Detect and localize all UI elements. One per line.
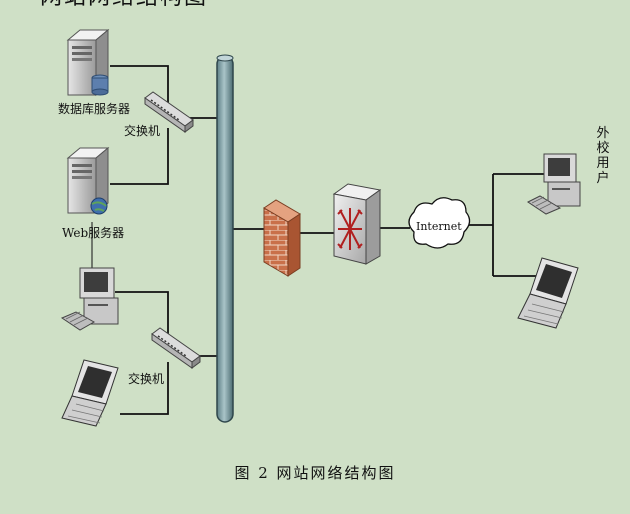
internet-cloud-icon <box>408 197 471 249</box>
external-desktop-pc-icon <box>527 153 581 215</box>
truncated-heading: 网站网络结构图 <box>40 0 208 10</box>
link-pc-to-switch <box>115 291 169 342</box>
web-server-label: Web服务器 <box>62 226 125 240</box>
link-laptop-to-switch <box>120 362 169 415</box>
external-laptop-icon <box>517 257 579 329</box>
link-db-to-switch <box>110 65 169 110</box>
figure-caption: 图 2 网站网络结构图 <box>234 464 396 482</box>
desktop-pc-icon <box>60 267 119 331</box>
db-server-label: 数据库服务器 <box>58 102 131 116</box>
switch-bottom-icon <box>151 327 201 369</box>
switch-top-label: 交换机 <box>124 124 161 138</box>
laptop-icon <box>61 359 119 427</box>
internet-label: Internet <box>416 220 462 233</box>
link-web-to-switch <box>110 128 169 185</box>
backbone-bus <box>216 54 234 423</box>
web-server-icon <box>66 146 110 215</box>
connection-lines <box>91 65 545 415</box>
external-user-label: 外校用户 <box>596 126 610 186</box>
firewall-icon <box>263 199 301 277</box>
switch-top-icon <box>144 91 194 133</box>
database-server-icon <box>66 28 110 97</box>
switch-bottom-label: 交换机 <box>128 372 165 386</box>
router-icon <box>332 183 382 265</box>
